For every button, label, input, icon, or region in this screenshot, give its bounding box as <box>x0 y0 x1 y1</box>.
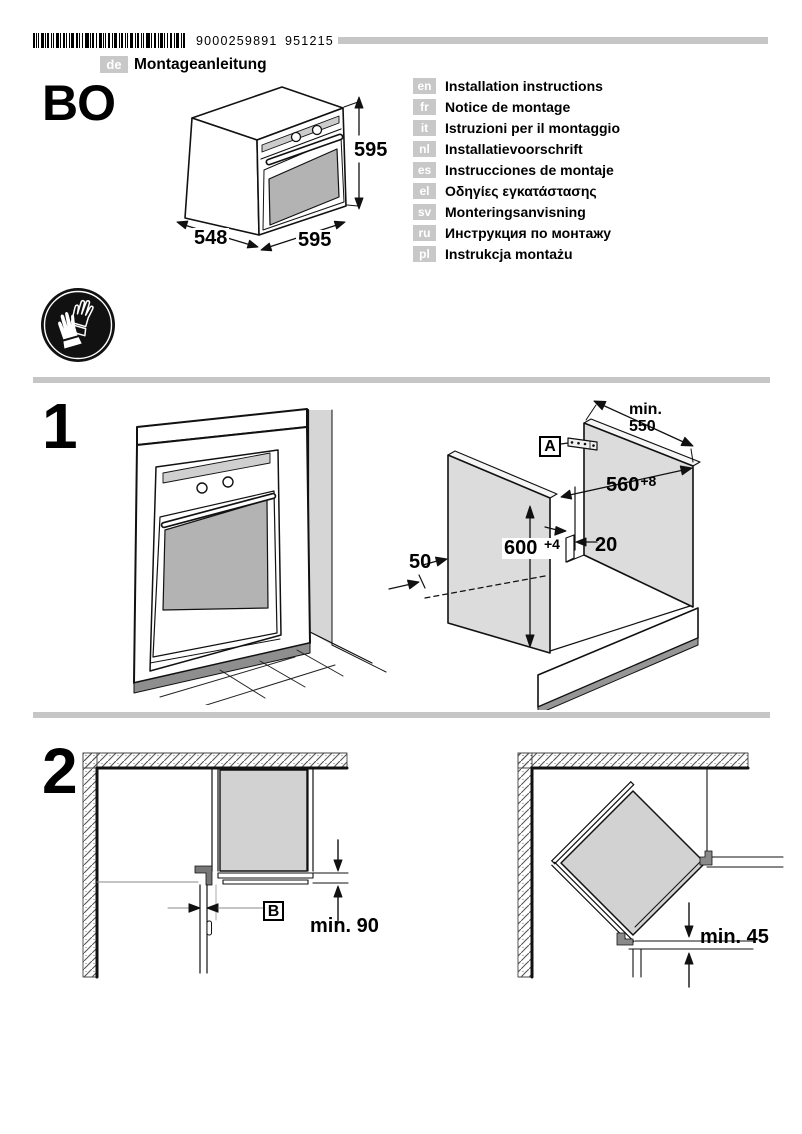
cabinet-niche-drawing <box>388 400 701 710</box>
doc-title: Montageanleitung <box>134 56 267 73</box>
language-code-badge: pl <box>413 246 436 262</box>
niche-width-label: 560+8 <box>606 473 657 496</box>
min-depth-word: min. <box>629 401 662 418</box>
section-divider <box>33 377 770 383</box>
oven-width-label: 595 <box>296 229 334 251</box>
language-row: el Οδηγίες εγκατάστασης <box>413 183 620 199</box>
min-side-clearance-label: min. 90 <box>310 915 379 937</box>
language-label: Инструкция по монтажу <box>445 225 612 241</box>
language-code-badge: sv <box>413 204 436 220</box>
language-label: Monteringsanvisning <box>445 204 586 220</box>
model-code: BO <box>42 75 116 131</box>
kitchen-installation-drawing <box>133 408 387 705</box>
language-row: en Installation instructions <box>413 78 620 94</box>
language-label: Instrucciones de montaje <box>445 162 614 178</box>
undercounter-top-view-drawing <box>82 752 349 979</box>
language-label: Notice de montage <box>445 99 571 115</box>
language-list: en Installation instructions fr Notice d… <box>413 78 620 267</box>
header-gray-bar <box>338 37 768 44</box>
language-row: pl Instrukcja montażu <box>413 246 620 262</box>
language-code-badge: el <box>413 183 436 199</box>
side-clearance-label: 50 <box>409 551 432 573</box>
language-row: ru Инструкция по монтажу <box>413 225 620 241</box>
language-label: Οδηγίες εγκατάστασης <box>445 183 597 199</box>
oven-depth-label: 548 <box>192 227 230 249</box>
step-2-number: 2 <box>42 735 78 807</box>
language-label: Instrukcja montażu <box>445 246 573 262</box>
oven-isometric-drawing <box>176 86 364 252</box>
language-row: it Istruzioni per il montaggio <box>413 120 620 136</box>
step-1-number: 1 <box>42 390 78 462</box>
language-row: fr Notice de montage <box>413 99 620 115</box>
language-row: es Instrucciones de montaje <box>413 162 620 178</box>
language-code-badge: es <box>413 162 436 178</box>
niche-height-label: 600 +4 <box>502 536 562 559</box>
language-code-badge: nl <box>413 141 436 157</box>
barcode <box>33 33 185 48</box>
rear-offset-label: 20 <box>595 534 618 556</box>
safety-gloves-icon <box>41 288 115 362</box>
language-code-badge: ru <box>413 225 436 241</box>
min-corner-clearance-label: min. 45 <box>700 926 769 948</box>
section-divider <box>33 712 770 718</box>
language-row: nl Installatievoorschrift <box>413 141 620 157</box>
doc-language-badge: de <box>100 56 128 73</box>
language-code-badge: en <box>413 78 436 94</box>
language-label: Installatievoorschrift <box>445 141 583 157</box>
oven-height-label: 595 <box>352 139 390 161</box>
hinge-ref-box: B <box>263 901 284 921</box>
language-code-badge: it <box>413 120 436 136</box>
bracket-ref-box: A <box>539 436 561 457</box>
min-depth-value: 550 <box>629 418 656 435</box>
barcode-number: 9000259891 <box>196 34 278 48</box>
min-depth-label: min. 550 <box>629 401 662 435</box>
language-row: sv Monteringsanvisning <box>413 204 620 220</box>
print-code: 951215 <box>285 34 334 48</box>
language-label: Istruzioni per il montaggio <box>445 120 620 136</box>
language-label: Installation instructions <box>445 78 603 94</box>
corner-top-view-drawing <box>517 752 784 988</box>
language-code-badge: fr <box>413 99 436 115</box>
